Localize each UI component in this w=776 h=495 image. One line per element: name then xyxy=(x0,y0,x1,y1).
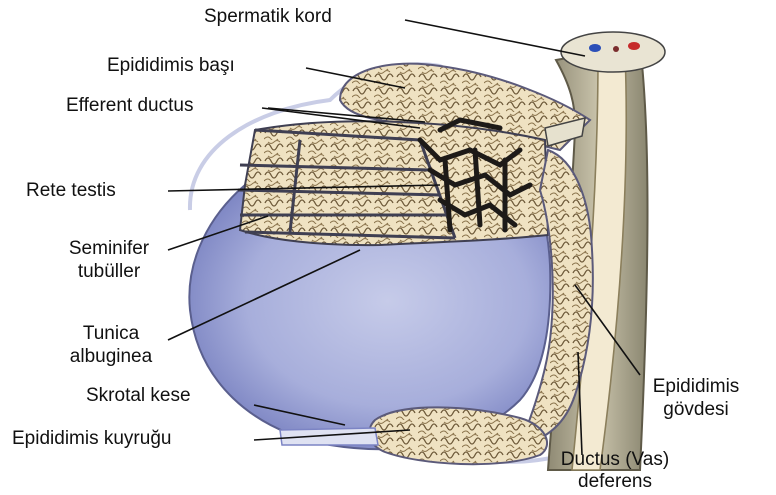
vessel-red xyxy=(628,42,640,50)
label-rete-testis: Rete testis xyxy=(26,180,116,202)
label-ductus-line2: deferens xyxy=(541,471,689,493)
label-spermatic-cord: Spermatik kord xyxy=(204,6,332,28)
label-epididymis-tail: Epididimis kuyruğu xyxy=(12,428,171,450)
label-scrotal-sac: Skrotal kese xyxy=(86,385,191,407)
label-epididymis-head: Epididimis başı xyxy=(107,55,235,77)
label-seminiferous-line2: tubüller xyxy=(54,261,164,283)
spermatic-cord-cross-section xyxy=(561,32,665,72)
label-tunica-line1: Tunica xyxy=(56,323,166,345)
label-epididymis-body-line1: Epididimis xyxy=(636,376,756,398)
epididymis-tail xyxy=(369,407,547,464)
label-seminiferous-line1: Seminifer xyxy=(54,238,164,260)
vessel-blue xyxy=(589,44,601,52)
scrotal-wall xyxy=(280,428,378,445)
label-tunica-line2: albuginea xyxy=(56,346,166,368)
label-ductus-line1: Ductus (Vas) xyxy=(541,449,689,471)
label-efferent-ductus: Efferent ductus xyxy=(66,95,193,117)
label-epididymis-body-line2: gövdesi xyxy=(636,399,756,421)
